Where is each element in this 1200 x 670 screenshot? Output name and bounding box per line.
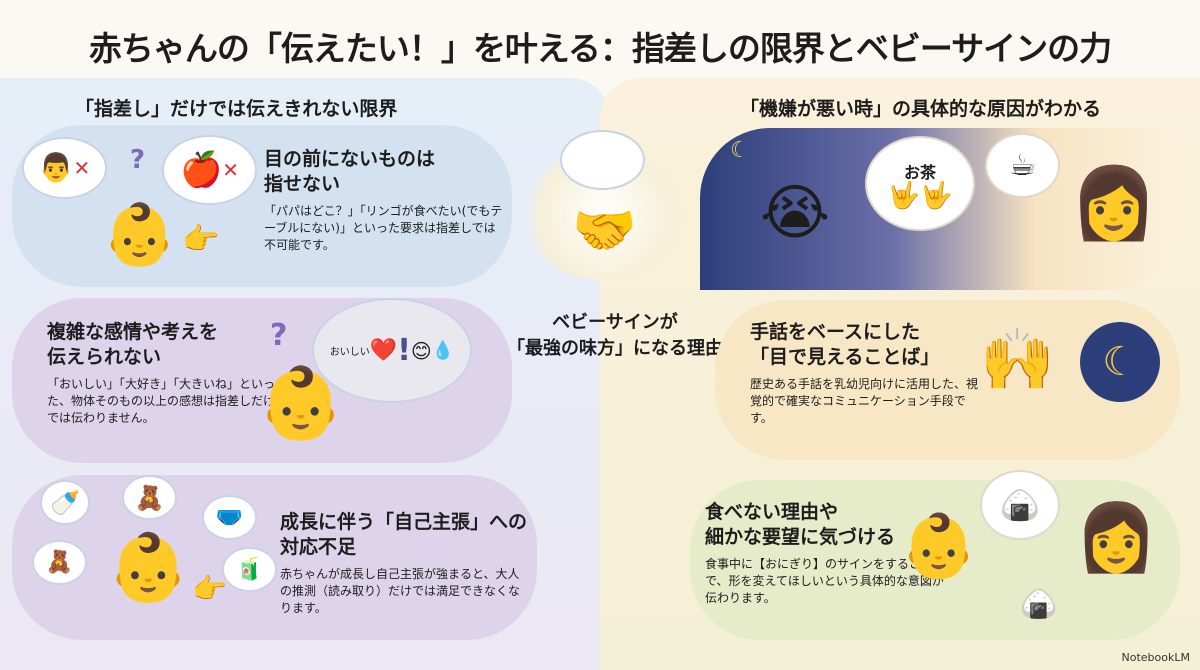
thought-toys: 🧃 [222,547,277,592]
dad-icon: 👨 [38,151,74,184]
card-not-present: 👨✕ 🍎✕ ? 👶 👉 目の前にないものは指せない 「パパはどこ？」「リンゴが食… [12,125,512,287]
sign-bubble: お茶🤟🤟 [865,136,975,231]
teddy-bear-icon: 🧸 [45,549,74,575]
crying-baby-icon: 😭 [760,178,831,248]
card-body: 歴史ある手話を乳幼児向けに活用した、視覚的で確実なコミュニケーション手段です。 [750,377,979,425]
question-icon: ? [270,318,288,353]
right-heading: 「機嫌が悪い時」の具体的な原因がわかる [740,98,1102,120]
exclamation-icon: ! [397,333,411,368]
empty-thought-bubble [560,130,645,190]
bottle-icon: 🍼 [50,488,80,517]
signing-hands-icon: 🙌 [980,325,1055,395]
moon-icon: ☾ [730,138,750,163]
card-title: 複雑な感情や考えを伝えられない [47,321,219,368]
baby-frustrated-icon: 👶 [107,529,190,606]
thought-bear: 🧸 [122,475,177,520]
onigiri-icon: 🍙 [1000,486,1040,524]
cross-icon: ✕ [222,158,240,182]
teddy-bear-icon: 🧸 [134,483,165,512]
onigiri-plate-icon: 🍙 [1020,587,1058,622]
pointing-hand-icon: 👉 [192,572,227,605]
holding-hands-icon: 🤝 [572,201,637,261]
thought-onigiri: 🍙 [980,470,1060,540]
card-bad-mood: ☾ 😭 お茶🤟🤟 ☕ 👩 [700,128,1180,290]
card-eating: 食べない理由や細かな要望に気づける 食事中に【おにぎり】のサインをすることで、形… [690,470,1180,640]
thought-bear-2: 🧸 [32,540,87,585]
sign-hands-icon: 🤟🤟 [887,180,953,211]
card-body: 赤ちゃんが成長し自己主張が強まると、大人の推測（読み取り）だけでは満足できなくな… [280,567,521,615]
heart-icon: ❤️ [369,337,398,363]
card-body: 「パパはどこ？」「リンゴが食べたい(でもテーブルにない)」といった要求は指差しで… [264,204,503,252]
diaper-icon: 🩲 [215,504,244,530]
bubble-word: おいしい [329,347,370,358]
thought-apple: 🍎✕ [162,135,257,205]
card-complex-feelings: 複雑な感情や考えを伝えられない 「おいしい」「大好き」「大きいね」といった、物体… [12,298,512,463]
toys-icon: 🧃 [235,556,264,582]
card-body: 「おいしい」「大好き」「大きいね」といった、物体そのもの以上の感想は指差しだけで… [47,377,276,425]
thought-tea: ☕ [985,133,1060,198]
left-heading: 「指差し」だけでは伝えきれない限界 [75,98,398,120]
card-visible-words: 手話をベースにした「目で見えることば」 歴史ある手話を乳幼児向けに活用した、視覚… [715,300,1180,460]
cross-icon: ✕ [73,156,91,180]
card-body: 食事中に【おにぎり】のサインをすることで、形を変えてほしいという具体的な意図が伝… [705,557,944,605]
card-title: 食べない理由や細かな要望に気づける [705,501,896,548]
thought-diaper: 🩲 [202,495,257,540]
thought-dad: 👨✕ [22,137,107,199]
baby-pointing-icon: 👶 [102,200,177,270]
question-icon: ? [130,145,146,175]
mother-icon: 👩 [1075,499,1158,576]
card-title: 目の前にないものは指せない [264,148,436,195]
card-self-assertion: 🍼 🧸 🩲 🧸 🧃 👶 👉 成長に伴う「自己主張」への対応不足 赤ちゃんが成長し… [12,475,537,640]
moon-night-icon: ☾ [1080,322,1160,402]
mother-icon: 👩 [1070,162,1158,244]
baby-confused-icon: 👶 [257,362,345,444]
thought-bottle: 🍼 [40,480,90,525]
card-title: 手話をベースにした「目で見えることば」 [750,321,940,368]
apple-icon: 🍎 [179,150,223,190]
drop-icon: 💧 [431,339,455,361]
pointing-hand-icon: 👉 [182,222,220,257]
smile-icon: 😊 [410,338,432,363]
notebooklm-watermark: NotebookLM [1121,651,1190,664]
tea-cup-icon: ☕ [1009,147,1036,183]
page-title: 赤ちゃんの「伝えたい！」を叶える：指差しの限界とベビーサインの力 [88,29,1112,68]
happy-baby-icon: 👶 [900,509,978,582]
center-message: ベビーサインが「最強の味方」になる理由 [507,312,723,359]
sign-label: お茶 [903,162,936,182]
card-title: 成長に伴う「自己主張」への対応不足 [280,511,528,558]
thought-feelings: おいしい ❤️ ! 😊 💧 [312,298,472,403]
